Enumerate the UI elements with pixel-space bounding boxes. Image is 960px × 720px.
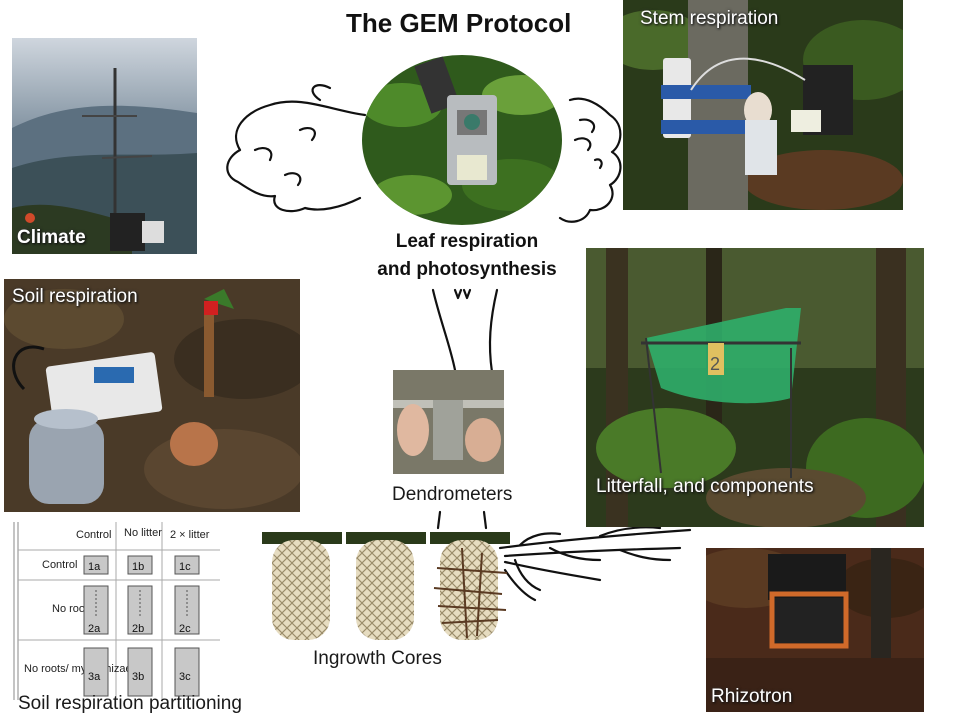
cell-3a: 3a — [83, 647, 109, 697]
leaf-label: Leaf respiration and photosynthesis — [362, 228, 572, 284]
dendrometers-label: Dendrometers — [392, 484, 513, 505]
svg-text:3a: 3a — [88, 671, 101, 683]
stem-label: Stem respiration — [640, 8, 779, 29]
ingrowth-label: Ingrowth Cores — [313, 648, 442, 669]
leaf-photo — [362, 55, 562, 225]
litterfall-label: Litterfall, and components — [596, 476, 814, 497]
cell-1b: 1b — [127, 555, 153, 575]
rhizotron-label: Rhizotron — [711, 686, 793, 707]
svg-text:3c: 3c — [179, 671, 191, 683]
partitioning-label: Soil respiration partitioning — [18, 693, 242, 714]
dendrometer-photo — [393, 370, 504, 474]
leaf-label-line1: Leaf respiration — [395, 231, 539, 252]
svg-text:2a: 2a — [88, 623, 101, 635]
core-3 — [430, 532, 510, 640]
svg-text:1c: 1c — [179, 561, 191, 573]
soil-label: Soil respiration — [12, 286, 138, 307]
trap-tag: 2 — [710, 354, 720, 374]
row-header-no-roots-myco: No roots/ mycorrhizae — [24, 663, 132, 675]
svg-text:2b: 2b — [132, 623, 144, 635]
core-1 — [262, 532, 342, 640]
svg-text:2c: 2c — [179, 623, 191, 635]
svg-text:1a: 1a — [88, 561, 101, 573]
rhizotron-photo — [706, 548, 924, 712]
soil-photo — [4, 279, 300, 512]
cell-1a: 1a — [83, 555, 109, 575]
stem-photo — [623, 0, 903, 210]
ingrowth-cores — [262, 532, 510, 640]
col-header-double-litter: 2 × litter — [170, 529, 210, 541]
partition-table: Control No litter 2 × litter Control No … — [13, 522, 220, 700]
cell-1c: 1c — [174, 555, 200, 575]
page-title: The GEM Protocol — [346, 8, 572, 38]
svg-text:3b: 3b — [132, 671, 144, 683]
cell-2c: 2c — [174, 585, 200, 635]
cell-3b: 3b — [127, 647, 153, 697]
cell-3c: 3c — [174, 647, 200, 697]
leaf-label-line2: and photosynthesis — [377, 259, 557, 280]
litterfall-photo: 2 — [586, 248, 924, 527]
col-header-control: Control — [76, 529, 111, 541]
svg-text:1b: 1b — [132, 561, 144, 573]
cell-2b: 2b — [127, 585, 153, 635]
cell-2a: 2a — [83, 585, 109, 635]
row-header-control: Control — [42, 559, 77, 571]
climate-label: Climate — [17, 227, 86, 248]
core-2 — [346, 532, 426, 640]
climate-photo — [12, 38, 197, 254]
col-header-no-litter: No litter — [124, 527, 162, 539]
